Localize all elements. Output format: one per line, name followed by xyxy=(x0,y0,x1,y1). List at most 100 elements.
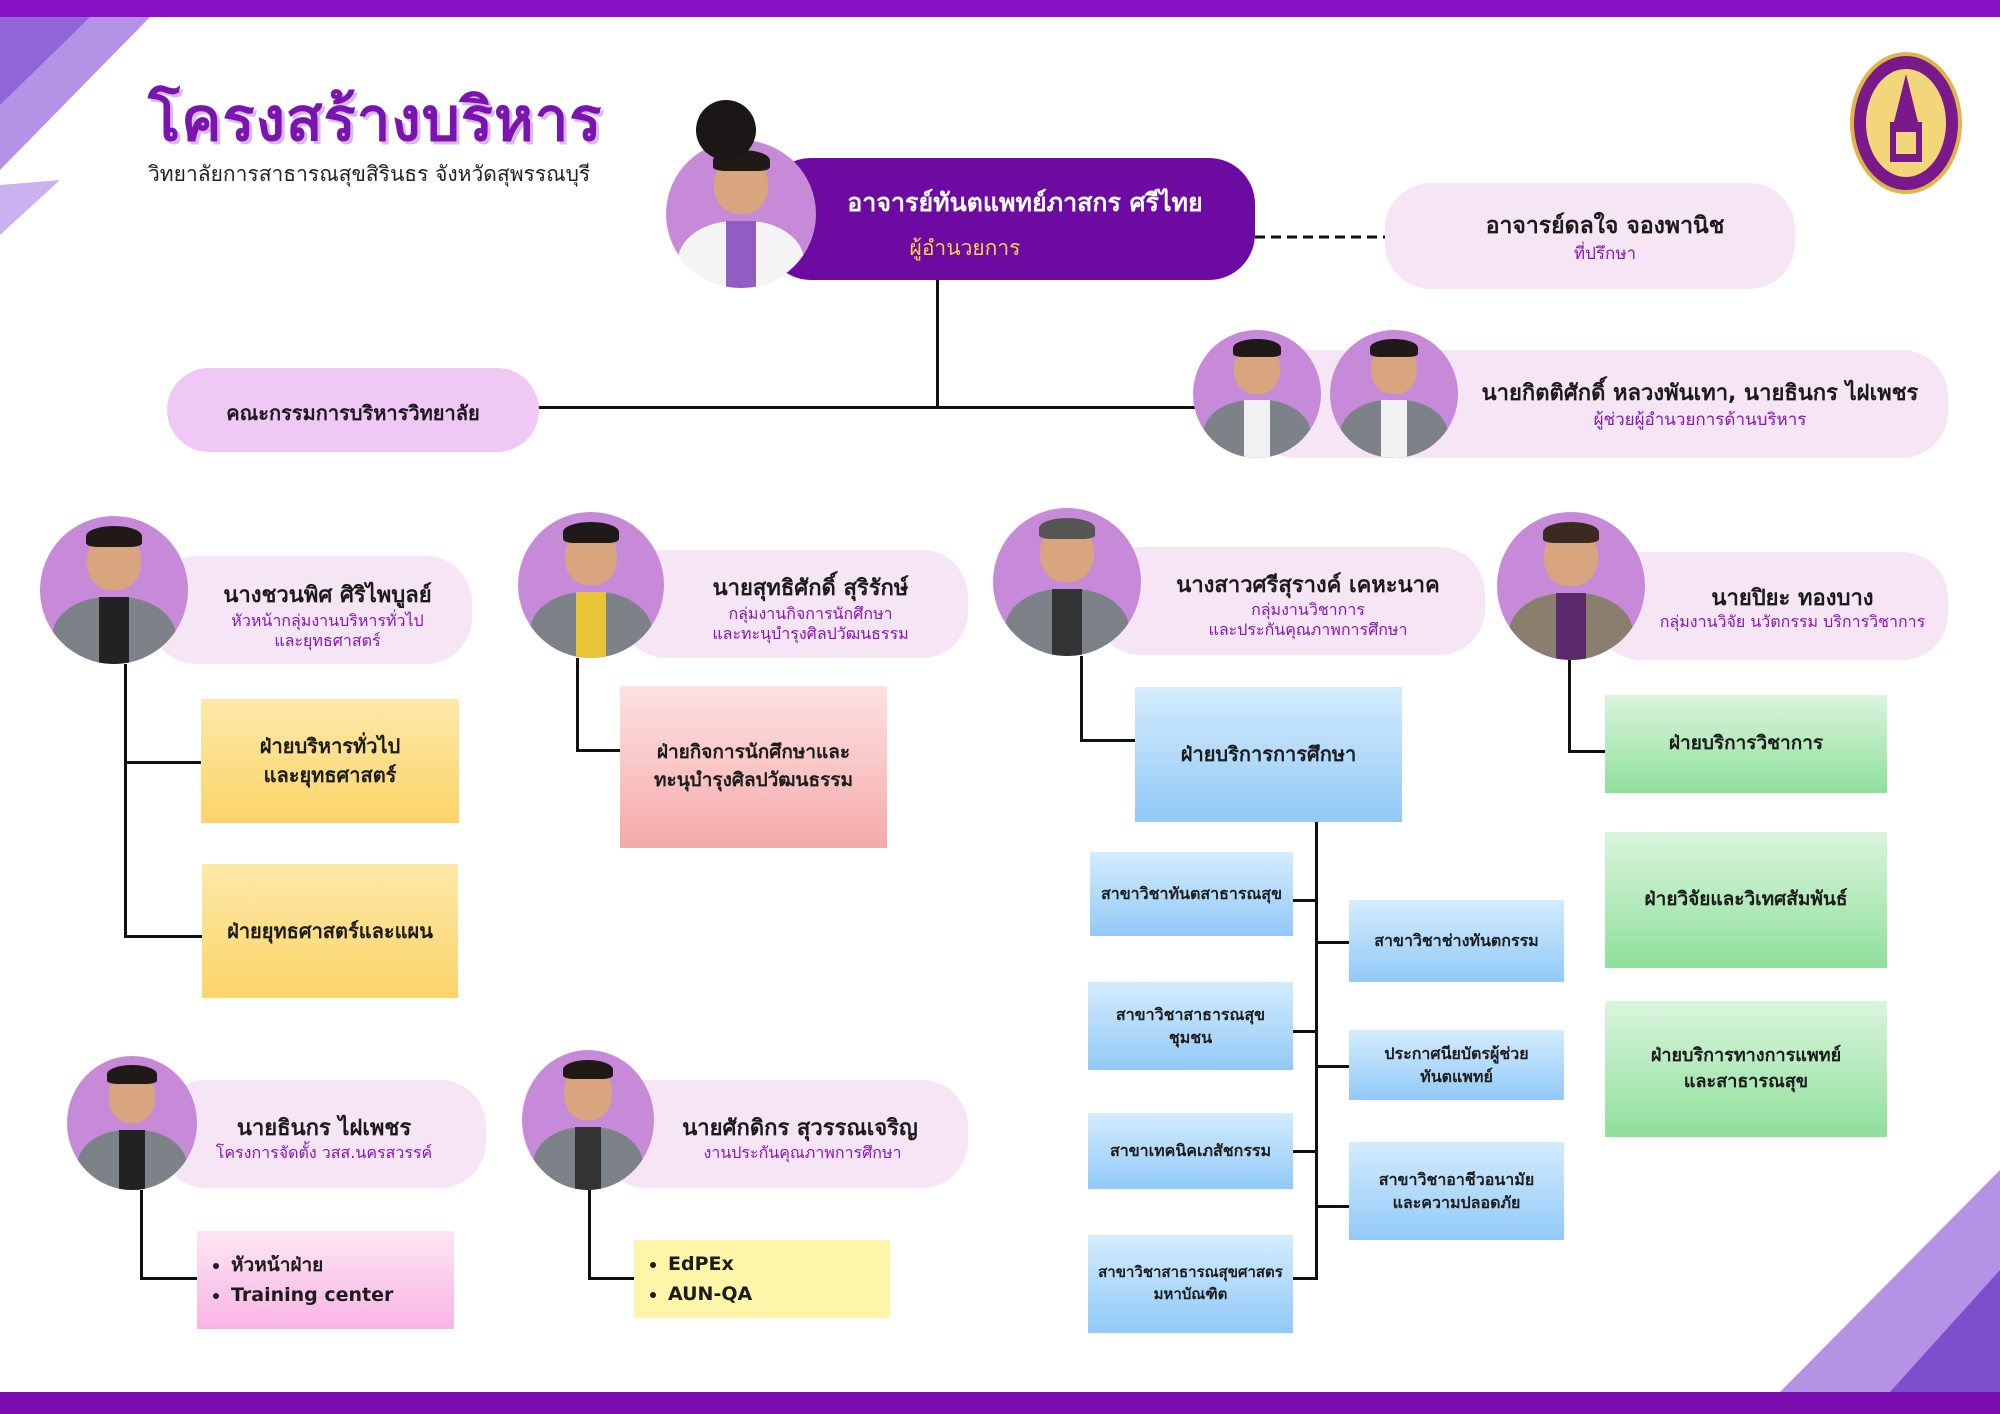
assistant-photo-2 xyxy=(1330,330,1458,458)
branch-box: สาขาวิชาทันตสาธารณสุข xyxy=(1090,852,1293,936)
connector-line xyxy=(1293,1150,1315,1153)
connector-line xyxy=(1315,822,1318,1280)
director-card xyxy=(765,158,1255,280)
unit-label: ฝ่ายบริหารทั่วไป xyxy=(259,734,401,758)
top-accent-bar xyxy=(0,0,2000,17)
connector-line xyxy=(1293,1030,1315,1033)
branch-label: ประกาศนียบัตรผู้ช่วย xyxy=(1384,1043,1529,1063)
branch-box: สาขาวิชาสาธารณสุข ชุมชน xyxy=(1088,982,1293,1070)
branch-label: สาขาวิชาช่างทันตกรรม xyxy=(1374,931,1539,951)
connector-line xyxy=(1080,739,1135,742)
branch-label: สาขาวิชาสาธารณสุขศาสตร xyxy=(1098,1263,1283,1282)
connector-line xyxy=(124,664,127,938)
connector-line xyxy=(140,1277,198,1280)
head-name: นางชวนพิศ ศิริไพบูลย์ xyxy=(223,583,432,608)
advisor-dashed-connector xyxy=(1255,235,1385,239)
head-card xyxy=(1595,552,1948,660)
branch-label: มหาบัณฑิต xyxy=(1153,1285,1228,1303)
connector-line xyxy=(1080,656,1083,742)
head-card xyxy=(160,1080,486,1188)
unit-strategy-plan: ฝ่ายยุทธศาสตร์และแผน xyxy=(202,864,458,998)
connector-line xyxy=(576,658,579,752)
director-photo xyxy=(666,140,816,288)
head-photo xyxy=(993,508,1141,656)
unit-label: และสาธารณสุข xyxy=(1683,1071,1809,1092)
advisor-card xyxy=(1385,183,1795,289)
connector-line xyxy=(124,761,202,764)
connector-line xyxy=(538,406,1198,409)
head-role: กลุ่มงานวิจัย นวัตกรรม บริการวิชาการ xyxy=(1659,612,1926,631)
branch-box: สาขาวิชาสาธารณสุขศาสตร มหาบัณฑิต xyxy=(1088,1235,1293,1333)
head-name: นายสุทธิศักดิ์ สุริรักษ์ xyxy=(712,576,909,601)
head-role: และทะนุบำรุงศิลปวัฒนธรรม xyxy=(712,624,909,643)
list-item: Training center xyxy=(231,1280,393,1310)
connector-line xyxy=(124,935,202,938)
unit-label: ฝ่ายกิจการนักศึกษาและ xyxy=(656,741,851,764)
unit-label: และยุทธศาสตร์ xyxy=(263,763,397,787)
branch-label: สาขาวิชาทันตสาธารณสุข xyxy=(1100,884,1282,904)
qa-item-list: EdPEx AUN-QA xyxy=(634,1249,752,1309)
unit-academic-service: ฝ่ายบริการการศึกษา xyxy=(1135,687,1402,822)
list-item: AUN-QA xyxy=(668,1279,752,1309)
head-name: นายธินกร ไฝเพชร xyxy=(236,1116,412,1141)
qa-unit: EdPEx AUN-QA xyxy=(634,1240,890,1318)
nakhon-project-unit: หัวหน้าฝ่าย Training center xyxy=(197,1231,454,1329)
connector-line xyxy=(1315,941,1349,944)
connector-line xyxy=(1293,899,1315,902)
unit-label: ฝ่ายบริการทางการแพทย์ xyxy=(1650,1044,1842,1066)
head-name: นางสาวศรีสุรางค์ เคหะนาค xyxy=(1176,573,1440,598)
head-photo xyxy=(518,512,664,658)
page-subtitle: วิทยาลัยการสาธารณสุขสิรินธร จังหวัดสุพรร… xyxy=(148,162,591,186)
page-title: โครงสร้างบริหาร xyxy=(148,85,603,155)
connector-line xyxy=(1568,660,1571,753)
list-item: EdPEx xyxy=(668,1249,752,1279)
assistant-role: ผู้ช่วยผู้อำนวยการด้านบริหาร xyxy=(1593,410,1807,430)
branch-label: ชุมชน xyxy=(1168,1028,1213,1047)
branch-label: สาขาเทคนิคเภสัชกรรม xyxy=(1109,1141,1272,1161)
unit-medical-public-health: ฝ่ายบริการทางการแพทย์ และสาธารณสุข xyxy=(1605,1001,1887,1137)
unit-label: ทะนุบำรุงศิลปวัฒนธรรม xyxy=(653,769,854,791)
list-item: หัวหน้าฝ่าย xyxy=(231,1250,393,1280)
branch-label: สาขาวิชาอาชีวอนามัย xyxy=(1378,1169,1535,1189)
head-card xyxy=(150,556,472,664)
head-role: โครงการจัดตั้ง วสส.นครสวรรค์ xyxy=(215,1143,433,1162)
corner-decoration-bottom-right xyxy=(1780,1170,2000,1392)
director-name: อาจารย์ทันตแพทย์ภาสกร ศรีไทย xyxy=(847,188,1203,217)
connector-line xyxy=(1315,1065,1349,1068)
branch-label: สาขาวิชาสาธารณสุข xyxy=(1115,1004,1266,1024)
head-role: และประกันคุณภาพการศึกษา xyxy=(1208,620,1408,639)
head-role: หัวหน้ากลุ่มงานบริหารทั่วไป xyxy=(231,611,424,630)
assistant-photo-1 xyxy=(1193,330,1321,458)
connector-line xyxy=(576,749,620,752)
branch-box: สาขาวิชาอาชีวอนามัย และความปลอดภัย xyxy=(1349,1142,1564,1240)
connector-line xyxy=(936,280,939,407)
connector-line xyxy=(588,1190,591,1280)
head-name: นายปิยะ ทองบาง xyxy=(1711,586,1874,611)
branch-box: สาขาวิชาช่างทันตกรรม xyxy=(1349,900,1564,982)
head-role: กลุ่มงานกิจการนักศึกษา xyxy=(728,604,893,623)
unit-admin-general: ฝ่ายบริหารทั่วไป และยุทธศาสตร์ xyxy=(201,699,459,823)
branch-label: และความปลอดภัย xyxy=(1392,1193,1521,1212)
unit-academic-service-outreach: ฝ่ายบริการวิชาการ xyxy=(1605,695,1887,793)
college-seal-logo xyxy=(1850,52,1962,194)
head-role: กลุ่มงานวิชาการ xyxy=(1251,600,1365,619)
connector-line xyxy=(1315,1205,1349,1208)
branch-box: ประกาศนียบัตรผู้ช่วย ทันตแพทย์ xyxy=(1349,1030,1564,1100)
advisor-name: อาจารย์ดลใจ จองพานิช xyxy=(1485,213,1725,239)
connector-line xyxy=(588,1277,635,1280)
head-name: นายศักดิกร สุวรรณเจริญ xyxy=(682,1116,918,1141)
head-role: งานประกันคุณภาพการศึกษา xyxy=(703,1143,902,1162)
head-photo xyxy=(40,516,188,664)
head-photo xyxy=(67,1056,197,1190)
assistant-name: นายกิตติศักดิ์ หลวงพันเทา, นายธินกร ไฝเพ… xyxy=(1481,381,1919,406)
head-role: และยุทธศาสตร์ xyxy=(274,631,381,650)
head-photo xyxy=(1497,512,1645,660)
connector-line xyxy=(1293,1277,1315,1280)
unit-research-international: ฝ่ายวิจัยและวิเทศสัมพันธ์ xyxy=(1605,832,1887,968)
nakhon-item-list: หัวหน้าฝ่าย Training center xyxy=(197,1250,393,1310)
connector-line xyxy=(1568,750,1605,753)
advisor-role: ที่ปรึกษา xyxy=(1573,244,1637,264)
director-role: ผู้อำนวยการ xyxy=(909,236,1021,260)
connector-line xyxy=(140,1190,143,1280)
head-card xyxy=(600,1080,968,1188)
